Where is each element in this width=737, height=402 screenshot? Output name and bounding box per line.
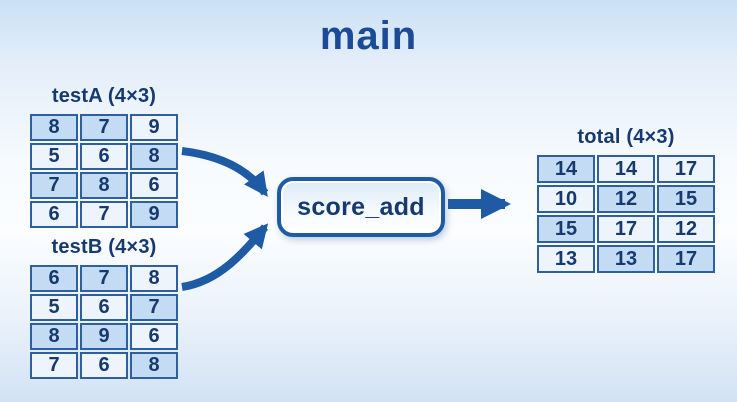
table-cell: 17 [657,245,715,273]
table-cell: 9 [130,201,178,228]
table-cell: 15 [657,185,715,213]
table-cell: 7 [30,352,78,379]
table-cell: 5 [30,294,78,321]
table-cell: 13 [537,245,595,273]
table-cell: 6 [80,294,128,321]
table-cell: 8 [130,265,178,292]
table-cell: 13 [597,245,655,273]
table-cell: 9 [80,323,128,350]
table-cell: 7 [80,265,128,292]
table-cell: 14 [597,155,655,183]
table-cell: 6 [30,265,78,292]
table-cell: 8 [30,323,78,350]
table-cell: 7 [80,114,128,141]
table-label-testb: testB (4×3) [51,236,157,258]
page-title: main [319,14,418,58]
table-cell: 8 [130,352,178,379]
table-cell: 7 [80,201,128,228]
table-cell: 8 [130,143,178,170]
table-cell: 7 [130,294,178,321]
function-box-score-add: score_add [277,177,445,237]
function-box-label: score_add [297,192,425,221]
table-cell: 7 [30,172,78,199]
table-cell: 5 [30,143,78,170]
table-cell: 8 [80,172,128,199]
table-cell: 6 [130,323,178,350]
table-cell: 6 [80,143,128,170]
arrow-testb-to-score-add-icon [181,223,269,291]
table-cell: 12 [597,185,655,213]
table-cell: 12 [657,215,715,243]
arrow-testa-to-score-add-icon [181,147,269,197]
table-cell: 8 [30,114,78,141]
table-cell: 6 [130,172,178,199]
table-cell: 17 [657,155,715,183]
table-cell: 10 [537,185,595,213]
table-cell: 9 [130,114,178,141]
table-cell: 15 [537,215,595,243]
table-cell: 14 [537,155,595,183]
table-cell: 6 [30,201,78,228]
table-cell: 17 [597,215,655,243]
table-cell: 6 [80,352,128,379]
table-label-total: total (4×3) [577,126,675,148]
table-label-testa: testA (4×3) [51,85,157,107]
